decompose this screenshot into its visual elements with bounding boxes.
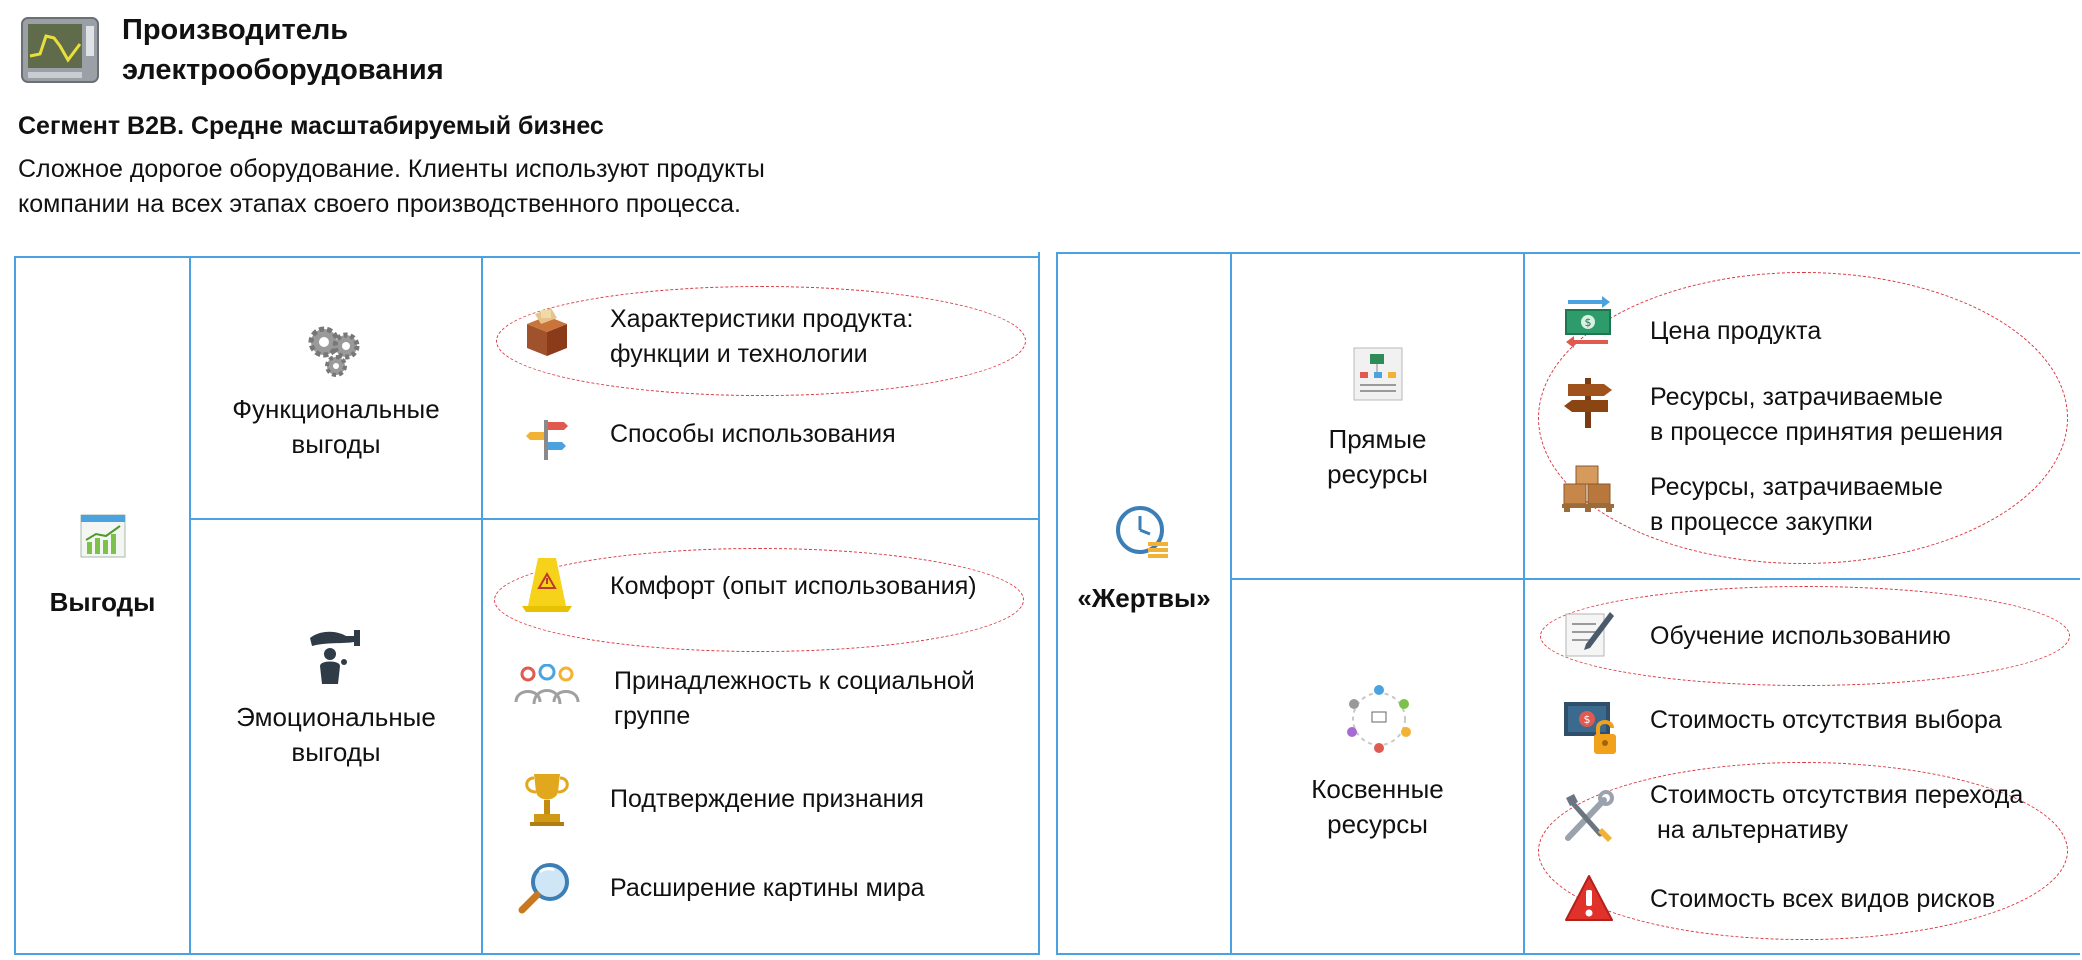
- document-pen-icon: [1562, 608, 1616, 660]
- description-line-1: Сложное дорогое оборудование. Клиенты ис…: [18, 155, 765, 183]
- sacrifice-item-no-switch-cost: Стоимость отсутствия перехода на альтерн…: [1650, 778, 2023, 848]
- item-line-2: функции и технологии: [610, 340, 868, 368]
- trophy-icon: [522, 770, 572, 828]
- item-line-1: Принадлежность к социальной: [614, 667, 975, 695]
- growth-chart-icon: [80, 514, 126, 558]
- highlight-ellipse: [494, 548, 1024, 652]
- sacrifices-label: «Жертвы»: [1077, 583, 1211, 613]
- highlight-ellipse: [1540, 586, 2070, 686]
- sacrifice-item-purchase-resources: Ресурсы, затрачиваемые в процессе закупк…: [1650, 470, 1943, 540]
- benefit-item-recognition: Подтверждение признания: [610, 782, 924, 817]
- direct-label-line-1: Прямые: [1328, 424, 1427, 454]
- hand-person-icon: [306, 626, 362, 686]
- money-exchange-icon: $: [1562, 296, 1614, 352]
- sacrifice-item-training: Обучение использованию: [1650, 619, 1951, 654]
- functional-label-line-2: выгоды: [291, 429, 381, 459]
- highlight-ellipse: [1538, 762, 2068, 940]
- emotional-benefits-label: Эмоциональные выгоды: [191, 700, 481, 770]
- money-lock-icon: $: [1560, 696, 1620, 758]
- benefit-item-worldview: Расширение картины мира: [610, 871, 925, 906]
- svg-text:$: $: [1584, 713, 1591, 726]
- network-cycle-icon: [1342, 682, 1416, 756]
- document-chart-icon: [1352, 346, 1404, 402]
- title-line-1: Производитель: [122, 14, 349, 46]
- clock-coins-icon: [1114, 504, 1172, 562]
- page-title: Производитель электрооборудования: [122, 10, 444, 90]
- sacrifice-item-no-choice-cost: Стоимость отсутствия выбора: [1650, 703, 2002, 738]
- title-line-2: электрооборудования: [122, 54, 444, 86]
- item-line-2: в процессе принятия решения: [1650, 418, 2004, 446]
- item-line-1: Цена продукта: [1650, 317, 1822, 345]
- direct-label-line-2: ресурсы: [1327, 459, 1428, 489]
- gears-icon: [304, 322, 364, 378]
- people-group-icon: [514, 663, 580, 706]
- segment-heading: Сегмент B2B. Средне масштабируемый бизне…: [18, 112, 604, 140]
- tools-icon: [1560, 790, 1616, 846]
- item-line-2: группе: [614, 702, 691, 730]
- item-line-1: Расширение картины мира: [610, 874, 925, 902]
- highlight-ellipse: [1538, 272, 2068, 564]
- item-line-1: Комфорт (опыт использования): [610, 572, 977, 600]
- item-line-1: Обучение использованию: [1650, 622, 1951, 650]
- warning-cone-icon: [522, 556, 572, 614]
- item-line-1: Стоимость всех видов рисков: [1650, 885, 1996, 913]
- sacrifice-item-decision-resources: Ресурсы, затрачиваемые в процессе принят…: [1650, 380, 2003, 450]
- item-line-1: Подтверждение признания: [610, 785, 924, 813]
- segment-description: Сложное дорогое оборудование. Клиенты ис…: [18, 152, 898, 222]
- direct-resources-label: Прямые ресурсы: [1232, 422, 1523, 492]
- boxes-pallet-icon: [1560, 462, 1616, 514]
- indirect-resources-label: Косвенные ресурсы: [1232, 772, 1523, 842]
- functional-benefits-label: Функциональные выгоды: [191, 392, 481, 462]
- emotional-label-line-2: выгоды: [291, 737, 381, 767]
- indirect-label-line-1: Косвенные: [1311, 774, 1444, 804]
- sacrifice-item-risk-cost: Стоимость всех видов рисков: [1650, 882, 1995, 917]
- benefit-item-usage-methods: Способы использования: [610, 417, 896, 452]
- magnifier-icon: [518, 860, 574, 916]
- emotional-label-line-1: Эмоциональные: [236, 702, 436, 732]
- indirect-label-line-2: ресурсы: [1327, 809, 1428, 839]
- sacrifice-item-price: Цена продукта: [1650, 314, 1821, 349]
- highlight-ellipse: [496, 286, 1026, 396]
- item-line-1: Стоимость отсутствия выбора: [1650, 706, 2002, 734]
- benefit-item-product-features: Характеристики продукта: функции и техно…: [610, 302, 913, 372]
- item-line-1: Ресурсы, затрачиваемые: [1650, 383, 1943, 411]
- benefit-item-social-group: Принадлежность к социальной группе: [614, 664, 975, 734]
- item-line-1: Способы использования: [610, 420, 896, 448]
- benefits-label: Выгоды: [49, 587, 156, 617]
- warning-triangle-icon: [1564, 874, 1614, 924]
- item-line-1: Ресурсы, затрачиваемые: [1650, 473, 1943, 501]
- item-line-1: Характеристики продукта:: [610, 305, 914, 333]
- direction-sign-icon: [1562, 376, 1614, 430]
- monitor-chart-icon: [20, 16, 100, 86]
- functional-label-line-1: Функциональные: [232, 394, 440, 424]
- item-line-1: Стоимость отсутствия перехода: [1650, 781, 2024, 809]
- description-line-2: компании на всех этапах своего производс…: [18, 190, 741, 218]
- item-line-2: в процессе закупки: [1650, 508, 1873, 536]
- benefit-item-comfort: Комфорт (опыт использования): [610, 569, 977, 604]
- svg-text:$: $: [1585, 316, 1592, 329]
- signpost-icon: [526, 416, 568, 462]
- item-line-2: на альтернативу: [1650, 816, 1848, 844]
- box-icon: [521, 306, 573, 358]
